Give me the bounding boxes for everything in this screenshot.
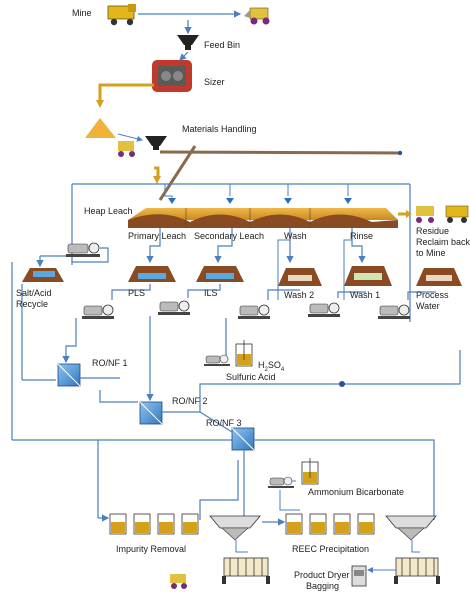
conveyor <box>159 150 401 155</box>
pond-salt-acid <box>22 268 64 282</box>
ro-nf-1-membrane <box>57 363 81 387</box>
residue-reclaim-label: Residue Reclaim back to Mine <box>416 226 470 258</box>
sulfuric-acid-label: Sulfuric Acid <box>226 372 276 382</box>
wash-label: Wash <box>284 231 307 241</box>
ro-nf-3-membrane <box>231 427 255 451</box>
ammonium-bicarbonate-label: Ammonium Bicarbonate <box>308 487 405 497</box>
sizer-label: Sizer <box>204 77 225 87</box>
impurity-removal-label: Impurity Removal <box>116 544 187 554</box>
primary-leach-label: Primary Leach <box>128 231 187 241</box>
ils-label: ILS <box>204 288 218 298</box>
pump-icon <box>82 304 114 319</box>
pond-process-water <box>416 268 462 286</box>
formula-h: H <box>258 360 265 370</box>
filter-press-icon <box>222 557 270 584</box>
haul-truck-icon <box>445 205 469 223</box>
materials-handling-label: Materials Handling <box>182 124 257 134</box>
sulfuric-acid-formula: H2SO4 <box>258 360 284 376</box>
reec-precipitation-tanks <box>285 513 375 535</box>
impurity-removal-tanks <box>109 513 199 535</box>
loader-icon <box>170 574 187 589</box>
pump-icon <box>158 300 190 315</box>
pond-wash1 <box>344 266 392 286</box>
pump-icon <box>204 354 230 366</box>
pump-icon <box>238 304 270 319</box>
pump-icon <box>378 304 410 319</box>
loader-icon <box>244 7 270 25</box>
feed-bin-icon <box>177 35 199 50</box>
rinse-label: Rinse <box>350 231 374 241</box>
pond-ils <box>196 266 244 282</box>
thickener-icon <box>385 515 437 541</box>
ro-nf-3-label: RO/NF 3 <box>206 418 242 428</box>
feed-bin-icon <box>145 136 167 150</box>
stockpile-icon <box>85 118 116 138</box>
secondary-leach-label: Secondary Leach <box>194 231 265 241</box>
wash2-label: Wash 2 <box>284 290 315 300</box>
heap-leach-label: Heap Leach <box>84 206 133 216</box>
haul-truck-icon <box>107 4 136 26</box>
pond-wash2 <box>278 268 322 286</box>
conveyor <box>158 145 197 201</box>
ro-nf-2-label: RO/NF 2 <box>172 396 208 406</box>
loader-icon <box>118 141 135 157</box>
process-water-label: Process Water <box>416 290 449 311</box>
stirred-tank-icon <box>235 340 253 367</box>
bagging-label: Bagging <box>306 581 340 591</box>
formula-sub-2: 2 <box>264 366 268 373</box>
wash1-label: Wash 1 <box>350 290 381 300</box>
pond-pls <box>128 266 176 282</box>
pump-icon <box>66 242 100 257</box>
sizer-icon <box>152 60 192 92</box>
thickener-icon <box>209 515 261 541</box>
formula-sub-4: 4 <box>280 366 285 373</box>
reec-precipitation-label: REEC Precipitation <box>292 544 370 554</box>
product-dryer-label: Product Dryer <box>294 570 350 580</box>
pls-label: PLS <box>128 288 146 298</box>
filter-press-icon <box>394 557 440 584</box>
formula-so: SO <box>267 360 281 370</box>
pump-icon <box>268 476 294 488</box>
dryer-icon <box>351 565 367 587</box>
salt-acid-recycle-label: Salt/Acid Recycle <box>16 288 52 309</box>
loader-icon <box>416 206 434 223</box>
stirred-tank-icon <box>301 458 319 485</box>
pump-icon <box>308 302 340 317</box>
feed-bin-label: Feed Bin <box>204 40 241 50</box>
ro-nf-1-label: RO/NF 1 <box>92 358 128 368</box>
ro-nf-2-membrane <box>139 401 163 425</box>
mine-label: Mine <box>72 8 92 18</box>
